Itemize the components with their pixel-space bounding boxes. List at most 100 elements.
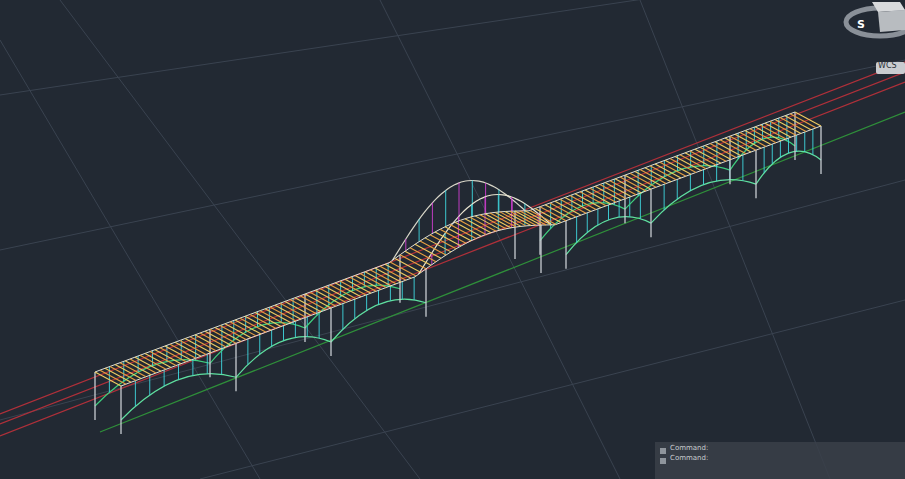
deck-edge xyxy=(95,112,795,372)
arch-rib xyxy=(730,137,795,170)
hanger xyxy=(295,321,296,337)
deck-slat xyxy=(475,216,501,230)
hanger xyxy=(402,282,403,300)
bridge-wireframe xyxy=(95,112,821,434)
wcs-button xyxy=(876,62,905,74)
grid-line xyxy=(0,0,905,95)
hanger xyxy=(677,179,678,199)
pier xyxy=(425,269,426,317)
pier xyxy=(565,221,566,269)
arch-hanger xyxy=(432,203,433,234)
hanger xyxy=(259,334,260,354)
hanger xyxy=(319,312,320,338)
hanger xyxy=(597,209,598,225)
grid-line xyxy=(0,60,905,250)
hanger xyxy=(195,335,196,361)
hanger xyxy=(192,359,193,375)
axis-line xyxy=(100,112,905,432)
hanger xyxy=(576,217,577,243)
command-line: Command: xyxy=(670,445,708,453)
hanger xyxy=(812,129,813,155)
arch-rib xyxy=(236,337,331,378)
pier xyxy=(650,189,651,237)
deck-slat xyxy=(415,244,441,258)
hanger xyxy=(608,205,609,220)
hanger xyxy=(378,290,379,304)
arch-rib xyxy=(331,299,426,342)
deck-slat xyxy=(480,215,506,229)
hanger xyxy=(149,375,150,395)
hanger xyxy=(716,165,717,181)
deck-slat xyxy=(425,238,451,252)
command-line: Command: xyxy=(670,455,708,463)
hanger xyxy=(742,155,743,181)
hanger xyxy=(796,135,797,151)
hanger xyxy=(221,325,222,351)
arch-rib xyxy=(540,203,625,241)
arch-hanger xyxy=(419,219,420,241)
hanger xyxy=(366,295,367,311)
hanger xyxy=(207,354,208,374)
hanger xyxy=(690,175,691,191)
arch-rib xyxy=(756,151,821,184)
deck-slat xyxy=(405,251,431,265)
hanger xyxy=(164,370,165,386)
deck-slat xyxy=(390,262,416,276)
viewcube xyxy=(655,2,905,479)
arch-rib xyxy=(651,180,756,224)
main-arch xyxy=(419,195,552,275)
pier xyxy=(514,211,515,259)
grid-line xyxy=(0,180,905,420)
arch-rib xyxy=(121,374,236,420)
deck-slat xyxy=(420,241,446,255)
pier xyxy=(235,343,236,391)
deck-edge xyxy=(121,126,821,386)
deck-slat xyxy=(500,212,526,226)
hanger xyxy=(316,290,317,316)
arch-rib xyxy=(566,217,651,255)
hanger xyxy=(178,365,179,380)
hanger xyxy=(414,277,415,300)
deck-slat xyxy=(510,211,536,225)
hanger xyxy=(354,299,355,319)
hanger xyxy=(390,286,391,301)
hanger xyxy=(780,141,781,157)
hanger xyxy=(772,144,773,164)
axis-line xyxy=(0,82,905,436)
grid-line xyxy=(0,40,260,479)
hanger xyxy=(804,132,805,152)
deck-slat xyxy=(525,211,551,225)
arch-rib xyxy=(210,323,305,364)
deck-slat xyxy=(465,219,491,233)
viewcube-ring xyxy=(846,8,905,36)
pier xyxy=(330,308,331,356)
pier xyxy=(755,150,756,198)
deck-slat xyxy=(520,211,546,225)
command-panel xyxy=(655,442,905,479)
hanger xyxy=(640,193,641,219)
pier xyxy=(94,372,95,420)
arch-hanger xyxy=(445,190,446,226)
hanger xyxy=(587,213,588,233)
deck-slat xyxy=(515,211,541,225)
hanger xyxy=(716,141,717,167)
hanger xyxy=(788,138,789,153)
pier xyxy=(820,126,821,174)
hanger xyxy=(629,197,630,217)
hanger xyxy=(135,381,136,407)
ground-axes xyxy=(0,62,905,436)
ucs-label: WCS xyxy=(878,62,897,71)
viewcube-face xyxy=(878,10,905,32)
axis-line xyxy=(0,72,905,424)
hanger xyxy=(283,326,284,341)
grid-line xyxy=(640,0,830,479)
hanger xyxy=(340,281,341,297)
compass-letter: S xyxy=(857,19,865,31)
deck-slat xyxy=(410,248,436,262)
hanger xyxy=(271,330,272,346)
command-icon xyxy=(660,448,666,454)
hanger xyxy=(664,184,665,210)
